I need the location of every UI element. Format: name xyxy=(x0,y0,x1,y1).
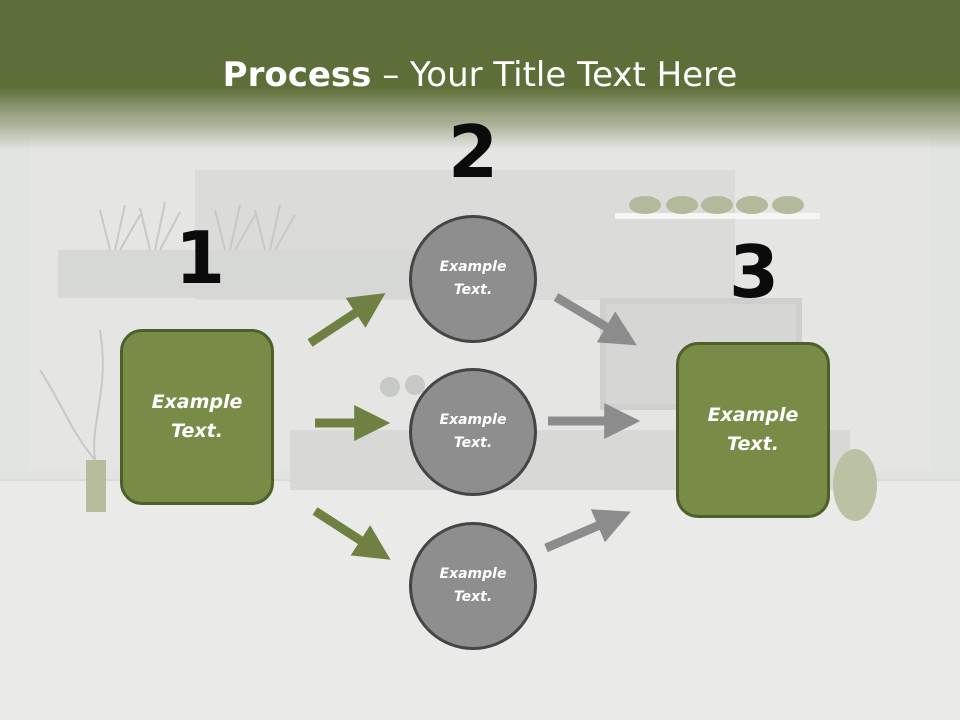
arrow-circle-bottom-to-box3 xyxy=(544,509,631,553)
step-number-1: 1 xyxy=(174,216,226,300)
title-bold-part: Process xyxy=(222,55,372,95)
arrow-circle-top-to-box3 xyxy=(553,293,637,346)
step-number-3: 3 xyxy=(728,230,780,314)
step-2-circle-bottom[interactable]: Example Text. xyxy=(409,522,537,650)
title-bar xyxy=(0,0,960,150)
arrow-box1-to-circle-bottom xyxy=(312,507,391,560)
step-2-circle-top[interactable]: Example Text. xyxy=(409,215,537,343)
step-3-text: Example Text. xyxy=(707,404,799,455)
circle-middle-text: Example Text. xyxy=(439,412,507,451)
circle-bottom-text: Example Text. xyxy=(439,566,507,605)
step-3-box[interactable]: Example Text. xyxy=(676,342,830,518)
step-1-box[interactable]: Example Text. xyxy=(120,329,274,505)
step-2-circle-middle[interactable]: Example Text. xyxy=(409,368,537,496)
slide-title: Process – Your Title Text Here xyxy=(0,52,960,98)
title-rest-part: Your Title Text Here xyxy=(410,55,738,95)
step-1-text: Example Text. xyxy=(151,391,243,442)
title-dash: – xyxy=(371,55,411,95)
circle-top-text: Example Text. xyxy=(439,259,507,298)
step-number-2: 2 xyxy=(447,110,499,194)
arrow-box1-to-circle-top xyxy=(307,293,386,347)
